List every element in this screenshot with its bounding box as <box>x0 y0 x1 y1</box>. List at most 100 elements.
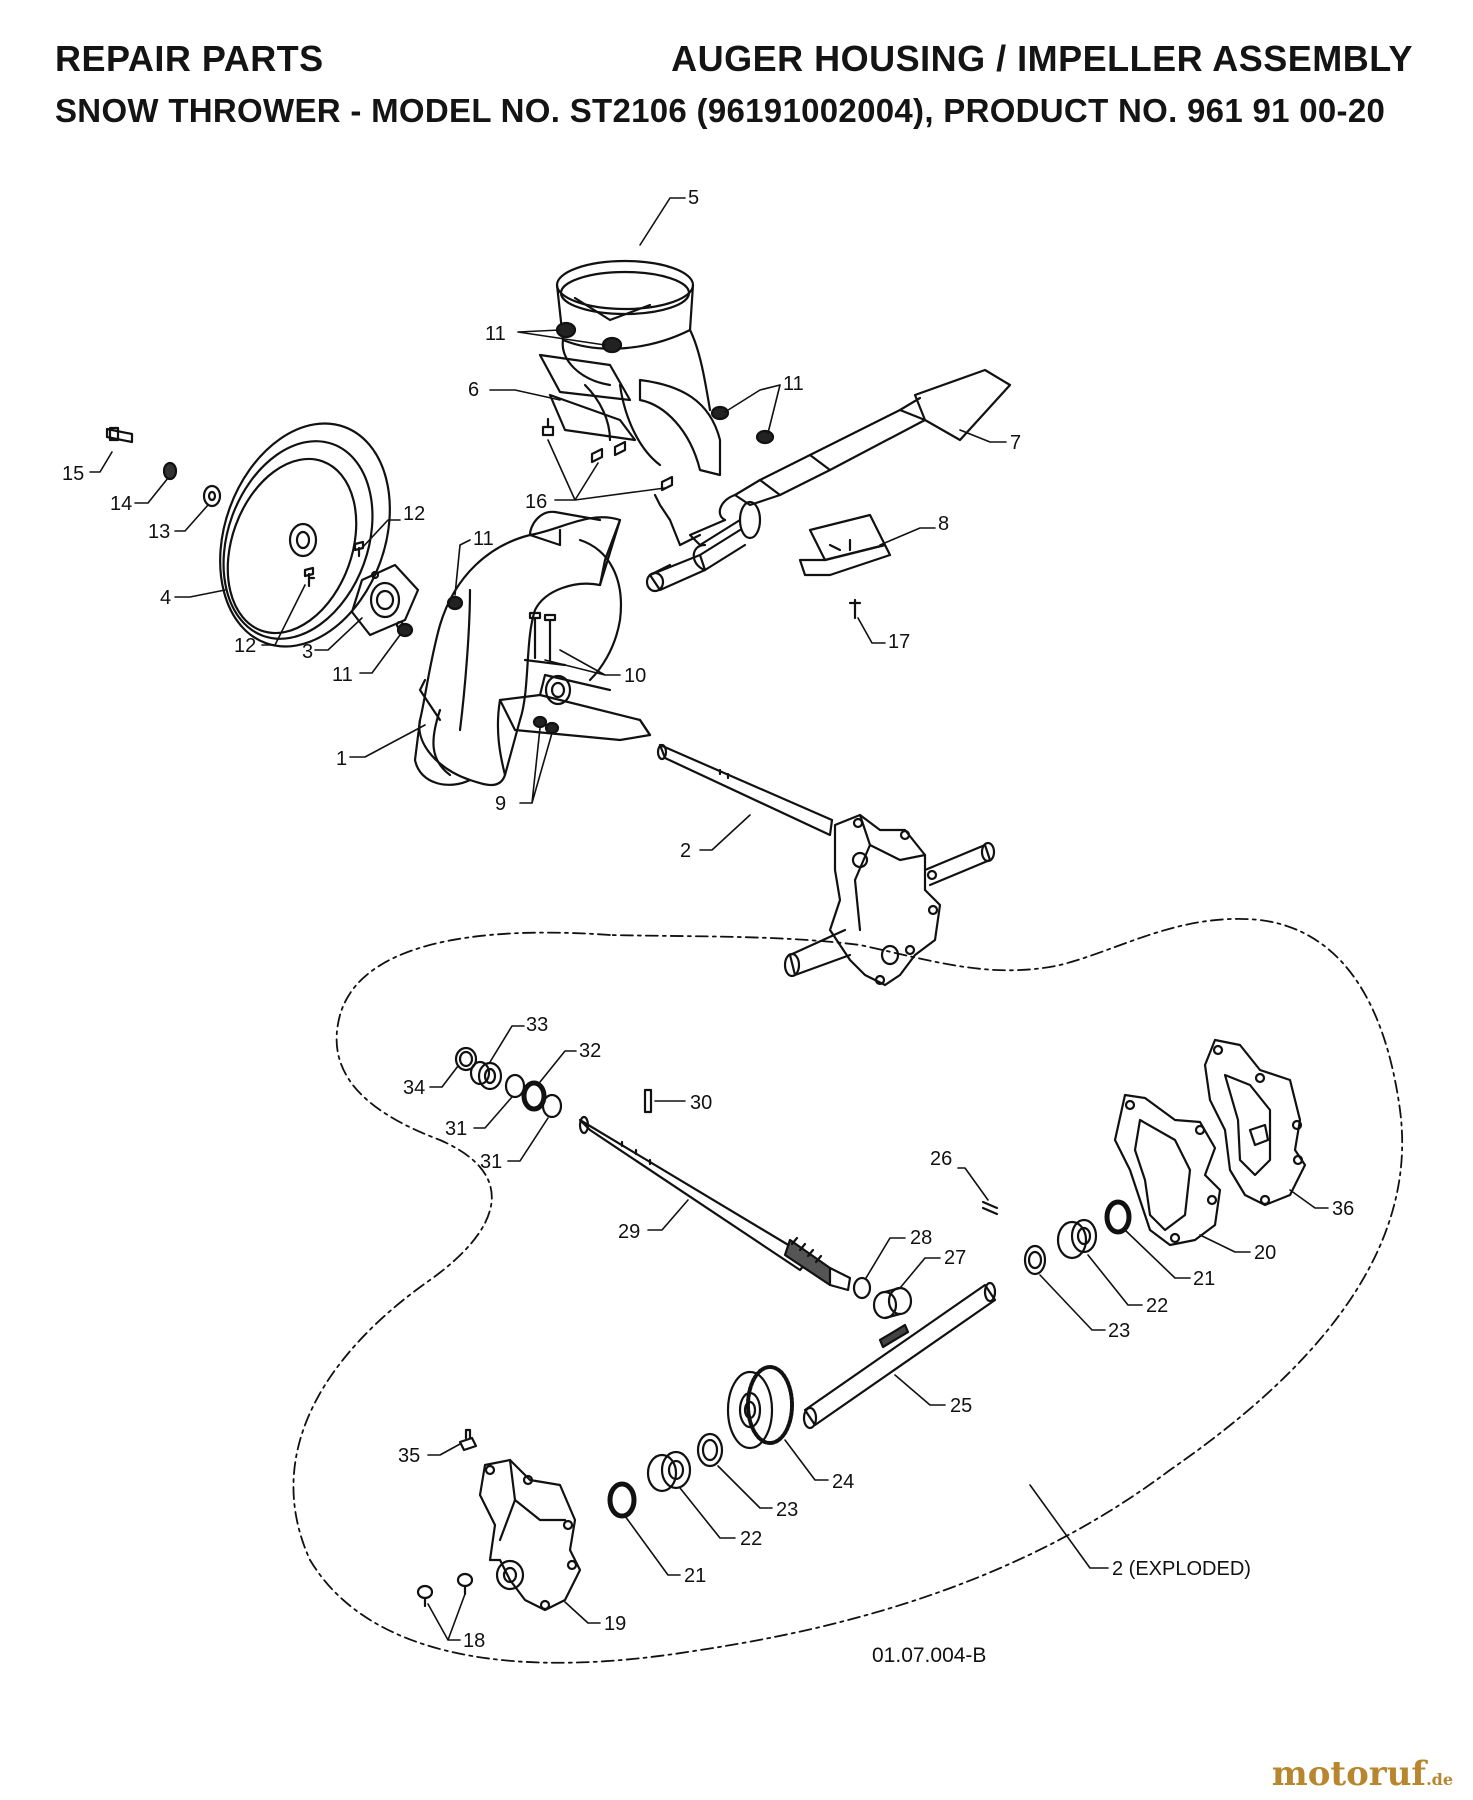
callout-33: 33 <box>526 1014 548 1036</box>
bearing-flange <box>350 563 420 637</box>
callout-32: 32 <box>579 1040 601 1062</box>
subtitle-suffix: (96191002004), PRODUCT NO. 961 91 00-20 <box>687 92 1386 129</box>
callout-26: 26 <box>930 1148 952 1170</box>
chute-bracket <box>538 353 637 442</box>
gearbox-half-left <box>478 1458 582 1612</box>
model-number: ST2106 <box>569 92 688 129</box>
callout-20: 20 <box>1254 1242 1276 1264</box>
watermark-suffix: .de <box>1426 1770 1453 1789</box>
worm-shaft <box>578 1115 852 1292</box>
callout-18: 18 <box>463 1630 485 1652</box>
flange-nut <box>396 622 414 638</box>
chute-nuts <box>555 321 775 445</box>
subtitle-prefix: SNOW THROWER - MODEL NO. <box>55 92 570 129</box>
callout-5: 5 <box>688 187 699 209</box>
callout-27: 27 <box>944 1247 966 1269</box>
pulley-bolt-lower <box>303 566 315 588</box>
impeller-shaft <box>645 368 1012 593</box>
leader-lines <box>89 197 1329 1641</box>
auger-gearbox-assembly <box>656 743 996 987</box>
callout-11-right: 11 <box>783 373 804 395</box>
callout-31b: 31 <box>480 1151 502 1173</box>
discharge-chute-base <box>555 259 722 477</box>
callout-34: 34 <box>403 1077 425 1099</box>
callout-9: 9 <box>495 793 506 815</box>
washer-34-inner <box>458 1050 474 1068</box>
callout-2: 2 <box>680 840 691 862</box>
auger-housing <box>413 510 652 787</box>
key-30 <box>643 1088 653 1114</box>
callout-22-lower: 22 <box>740 1528 762 1550</box>
callout-14: 14 <box>110 493 132 515</box>
pin-26 <box>981 1200 999 1216</box>
callout-7: 7 <box>1010 432 1021 454</box>
watermark-logo: motoruf.de <box>1272 1754 1453 1794</box>
callout-21-lower: 21 <box>684 1565 706 1587</box>
callout-10: 10 <box>624 665 646 687</box>
bushing-22-upper <box>1056 1218 1098 1260</box>
washer-23-lower <box>696 1432 724 1468</box>
callout-35: 35 <box>398 1445 420 1467</box>
gearbox-half-right <box>1203 1038 1307 1207</box>
seal-32 <box>521 1080 547 1112</box>
pulley-bolt-set <box>105 426 222 508</box>
callout-36: 36 <box>1332 1198 1354 1220</box>
header-right-title: AUGER HOUSING / IMPELLER ASSEMBLY <box>671 38 1413 79</box>
callout-30: 30 <box>690 1092 712 1114</box>
callout-22-upper: 22 <box>1146 1295 1168 1317</box>
bushing-22-lower <box>646 1450 692 1493</box>
washer-28 <box>852 1276 872 1300</box>
header-subtitle: SNOW THROWER - MODEL NO. ST2106 (9619100… <box>55 92 1385 130</box>
pulley-bolt-upper <box>353 540 365 558</box>
washer-31a <box>504 1073 526 1099</box>
callout-23-lower: 23 <box>776 1499 798 1521</box>
callout-11-mid: 11 <box>473 528 494 550</box>
small-bolt <box>848 598 862 620</box>
housing-nut-9b <box>544 721 560 735</box>
grease-fitting <box>458 1428 478 1452</box>
callout-16: 16 <box>525 491 547 513</box>
drawing-reference: 01.07.004-B <box>872 1644 986 1667</box>
auger-axle <box>802 1281 997 1430</box>
washer-23-upper <box>1023 1244 1047 1276</box>
callout-24: 24 <box>832 1471 854 1493</box>
callout-4: 4 <box>160 587 171 609</box>
housing-bolts <box>523 611 567 667</box>
gearbox-screws <box>416 1572 474 1608</box>
washer-23-lower-inner <box>701 1438 719 1462</box>
gasket <box>1113 1093 1222 1247</box>
callout-31a: 31 <box>445 1118 467 1140</box>
callout-28: 28 <box>910 1227 932 1249</box>
impeller-paddle <box>798 513 892 577</box>
callout-21-upper: 21 <box>1193 1268 1215 1290</box>
callout-11-chute: 11 <box>485 323 506 345</box>
bushing-27 <box>872 1286 913 1320</box>
callout-17: 17 <box>888 631 910 653</box>
pulley <box>219 422 391 648</box>
callout-6: 6 <box>468 379 479 401</box>
carriage-bolts <box>541 417 674 492</box>
callout-23-upper: 23 <box>1108 1320 1130 1342</box>
callout-labels: 5 11 6 11 7 16 15 14 13 12 11 8 4 12 3 1… <box>62 187 1354 1667</box>
callout-12-upper: 12 <box>403 503 425 525</box>
callout-25: 25 <box>950 1395 972 1417</box>
callout-2-exploded: 2 (EXPLODED) <box>1112 1558 1251 1580</box>
header-left-title: REPAIR PARTS <box>55 38 324 79</box>
callout-3: 3 <box>302 641 313 663</box>
callout-29: 29 <box>618 1221 640 1243</box>
bushing-33 <box>469 1060 503 1091</box>
washer-34 <box>454 1046 478 1072</box>
housing-nut-9a <box>532 715 548 729</box>
washer-31b <box>541 1093 563 1119</box>
exploded-view-boundary <box>292 918 1403 1664</box>
washer-23-upper-inner <box>1027 1250 1043 1270</box>
callout-1: 1 <box>336 748 347 770</box>
callout-13: 13 <box>148 521 170 543</box>
watermark-main: motoruf <box>1271 1754 1427 1794</box>
callout-8: 8 <box>938 513 949 535</box>
seal-21-lower <box>607 1481 637 1519</box>
callout-12-lower: 12 <box>234 635 256 657</box>
seal-21-upper <box>1104 1199 1132 1235</box>
callout-19: 19 <box>604 1613 626 1635</box>
